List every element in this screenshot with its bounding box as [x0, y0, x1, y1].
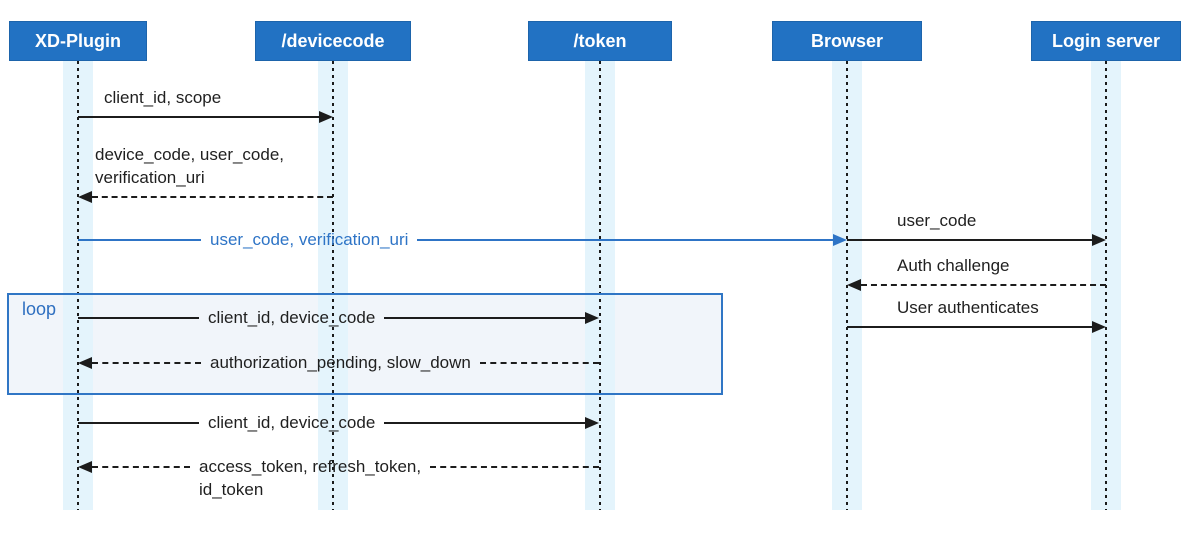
- lifeline: [1105, 61, 1107, 510]
- message-line: [78, 116, 319, 118]
- arrowhead-right-icon: [833, 234, 847, 246]
- message-label-line: Auth challenge: [897, 256, 1010, 275]
- arrowhead-left-icon: [78, 461, 92, 473]
- message-line: [384, 422, 585, 424]
- message-line: [384, 317, 585, 319]
- arrowhead-left-icon: [847, 279, 861, 291]
- message-label-line: user_code: [897, 211, 977, 230]
- arrowhead-right-icon: [319, 111, 333, 123]
- arrowhead-right-icon: [585, 312, 599, 324]
- message-auth-challenge: [847, 274, 1106, 296]
- message-line: [417, 239, 833, 241]
- actor-header-token: /token: [528, 21, 672, 61]
- arrowhead-right-icon: [1092, 321, 1106, 333]
- actor-header-browser: Browser: [772, 21, 922, 61]
- message-label: authorization_pending, slow_down: [201, 352, 480, 374]
- loop-fragment-label: loop: [22, 299, 57, 319]
- arrowhead-left-icon: [78, 191, 92, 203]
- message-label: User authenticates: [897, 296, 1039, 319]
- message-label-line: device_code, user_code,: [95, 145, 285, 164]
- message-submit-user-code: [847, 229, 1106, 251]
- message-label-line: user_code, verification_uri: [210, 230, 409, 249]
- message-line: [78, 317, 199, 319]
- message-label-line: id_token: [199, 480, 264, 499]
- message-label: user_code, verification_uri: [201, 229, 417, 251]
- lifeline: [77, 61, 79, 510]
- message-line: [479, 362, 599, 364]
- message-request-device-code: [78, 106, 333, 128]
- actor-header-login-server: Login server: [1031, 21, 1181, 61]
- message-line: [92, 362, 201, 364]
- message-label: Auth challenge: [897, 254, 1009, 277]
- message-label: client_id, scope: [104, 86, 221, 109]
- message-label: access_token, refresh_token, id_token: [190, 456, 430, 499]
- message-label: client_id, device_code: [199, 307, 384, 329]
- arrowhead-right-icon: [1092, 234, 1106, 246]
- message-line: [92, 196, 333, 198]
- message-line: [430, 466, 599, 468]
- message-line: [78, 422, 199, 424]
- message-poll-token: client_id, device_code: [78, 307, 599, 329]
- message-label: client_id, device_code: [199, 412, 384, 434]
- message-final-token-request: client_id, device_code: [78, 412, 599, 434]
- message-line: [92, 466, 190, 468]
- message-open-browser: user_code, verification_uri: [78, 229, 847, 251]
- message-pending-response: authorization_pending, slow_down: [78, 352, 599, 374]
- message-device-code-response: [78, 186, 333, 208]
- lifeline: [599, 61, 601, 510]
- actor-header-xd-plugin: XD-Plugin: [9, 21, 147, 61]
- arrowhead-right-icon: [585, 417, 599, 429]
- loop-fragment-border: [7, 293, 723, 395]
- actor-header-devicecode: /devicecode: [255, 21, 411, 61]
- lifeline: [332, 61, 334, 510]
- message-label-line: access_token, refresh_token,: [199, 457, 422, 476]
- message-label-line: client_id, scope: [104, 88, 222, 107]
- message-token-response: access_token, refresh_token, id_token: [78, 456, 599, 499]
- message-label-line: User authenticates: [897, 298, 1039, 317]
- message-line: [78, 239, 201, 241]
- message-label-line: client_id, device_code: [208, 413, 376, 432]
- message-label-line: client_id, device_code: [208, 308, 376, 327]
- message-line: [861, 284, 1106, 286]
- arrowhead-left-icon: [78, 357, 92, 369]
- message-label: device_code, user_code, verification_uri: [95, 143, 284, 189]
- message-user-authenticates: [847, 316, 1106, 338]
- message-label: user_code: [897, 209, 976, 232]
- message-label-line: authorization_pending, slow_down: [210, 353, 471, 372]
- message-label-line: verification_uri: [95, 168, 205, 187]
- message-line: [847, 239, 1092, 241]
- message-line: [847, 326, 1092, 328]
